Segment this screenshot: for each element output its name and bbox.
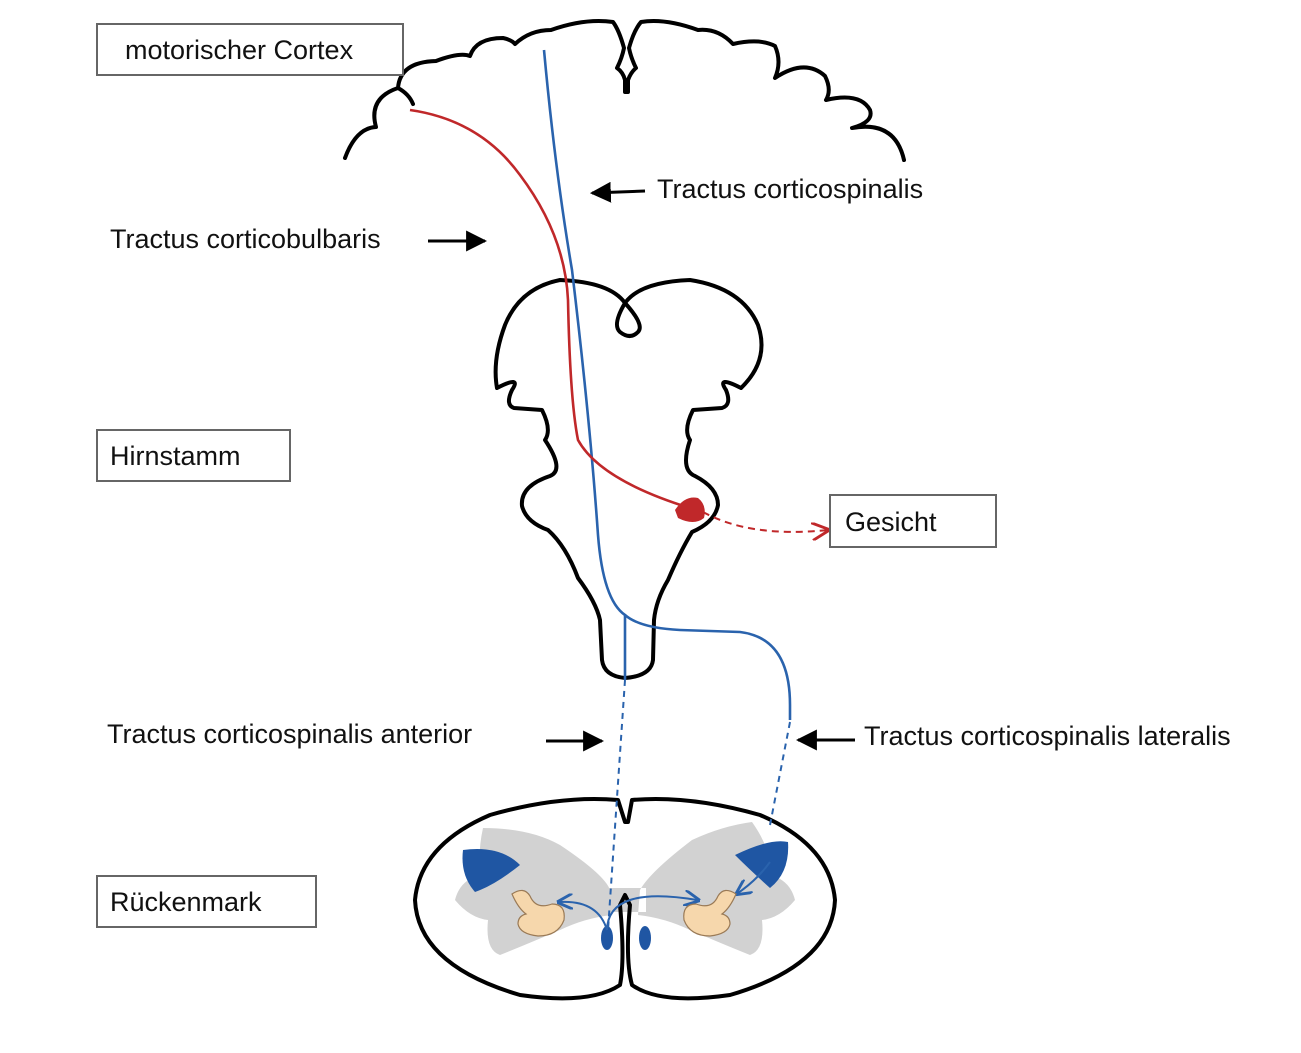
tract-corticospinal-label: Tractus corticospinalis (657, 174, 923, 204)
face-box (829, 494, 997, 548)
tract-lateral-label: Tractus corticospinalis lateralis (864, 721, 1231, 751)
spinal-arrow-lateral (738, 861, 771, 893)
spinal-cord-label: Rückenmark (110, 887, 262, 917)
motor-cortex-box (96, 23, 404, 76)
lateral-tract-solid (624, 613, 792, 720)
lateral-tract-dashed (769, 721, 791, 826)
corticospinal-tract (542, 49, 627, 680)
corticobulbar-tract (409, 108, 691, 510)
face-label: Gesicht (845, 507, 937, 537)
face-projection-arrow (702, 511, 828, 532)
spinal-arrow-left (560, 902, 608, 931)
anterior-tract-dashed (607, 679, 626, 931)
brainstem-outline (493, 278, 764, 680)
corticospinal-label-arrow (589, 181, 646, 203)
tract-anterior-label: Tractus corticospinalis anterior (107, 719, 472, 749)
spinal-arrow-right (606, 896, 697, 931)
lateral-tract-area-right (735, 841, 789, 888)
flexed-arm-icon (511, 889, 565, 937)
motor-cortex-label: motorischer Cortex (125, 35, 354, 65)
cortex-outline (343, 19, 906, 162)
spinal-cord-outline (413, 797, 837, 1001)
tract-corticobulbar-label: Tractus corticobulbaris (110, 224, 381, 254)
anterior-horn-left (462, 849, 520, 892)
facial-nucleus (675, 497, 705, 522)
anterior-tract-dot-right (639, 926, 651, 950)
brainstem-box (96, 429, 291, 482)
anterior-tract-dot-left (601, 926, 613, 950)
spinal-cord-box (96, 875, 317, 928)
flexed-arm-icon (683, 889, 737, 937)
brainstem-label: Hirnstamm (110, 441, 241, 471)
